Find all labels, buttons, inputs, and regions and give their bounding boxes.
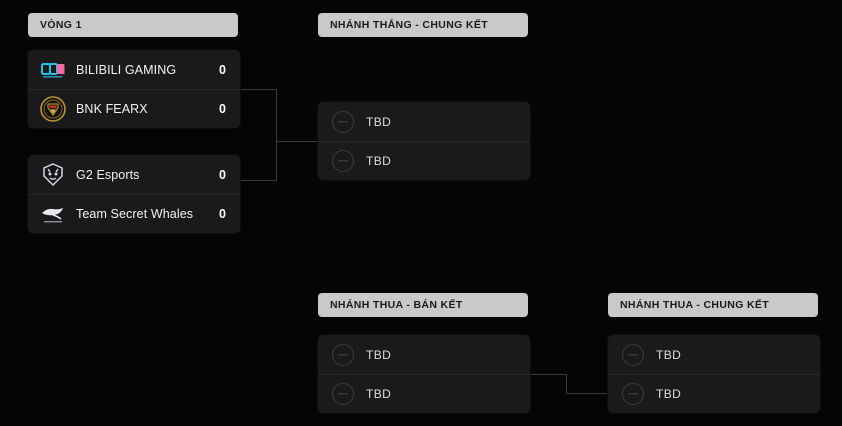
match-row[interactable]: Team Secret Whales 0 [28,194,240,233]
g2-esports-logo [40,162,66,188]
match-row[interactable]: TBD [608,374,820,413]
placeholder-avatar-icon [622,343,644,366]
match-row[interactable]: G2 Esports 0 [28,155,240,194]
team-score: 0 [219,62,226,77]
round-header-losers-final: NHÁNH THUA - CHUNG KẾT [608,293,818,317]
team-score: 0 [219,167,226,182]
match-card-round1-match2[interactable]: G2 Esports 0 Team Secret Whales 0 [28,155,240,233]
placeholder-avatar-icon [332,150,354,172]
connector-line [240,89,276,90]
round-header-label: NHÁNH THUA - BÁN KẾT [330,299,463,311]
bnk-fearx-logo [40,96,66,122]
match-row[interactable]: TBD [608,335,820,374]
connector-line [276,89,277,142]
connector-line [566,374,567,394]
match-row[interactable]: BILIBILI GAMING 0 [28,50,240,89]
match-row[interactable]: TBD [318,141,530,180]
match-card-winners-final[interactable]: TBD TBD [318,102,530,180]
placeholder-avatar-icon [622,383,644,405]
team-name: TBD [366,154,392,168]
match-card-round1-match1[interactable]: BILIBILI GAMING 0 BNK FEARX 0 [28,50,240,128]
team-score: 0 [219,207,226,221]
placeholder-avatar-icon [332,383,354,405]
match-row[interactable]: TBD [318,374,530,413]
round-header-round-1: VÒNG 1 [28,13,238,37]
match-card-losers-final[interactable]: TBD TBD [608,335,820,413]
placeholder-avatar-icon [332,110,354,133]
team-name: TBD [366,347,392,362]
team-name: BILIBILI GAMING [76,62,177,77]
bilibili-gaming-logo [40,57,66,83]
team-name: Team Secret Whales [76,207,194,221]
team-name: TBD [656,347,682,362]
connector-line [276,141,318,142]
connector-line [240,180,276,181]
placeholder-avatar-icon [332,343,354,366]
team-secret-whales-logo [40,201,66,227]
team-name: TBD [656,387,682,401]
match-row[interactable]: TBD [318,102,530,141]
team-name: TBD [366,114,392,129]
round-header-label: NHÁNH THUA - CHUNG KẾT [620,299,770,311]
round-header-label: VÒNG 1 [40,19,82,31]
round-header-label: NHÁNH THẮNG - CHUNG KẾT [330,19,488,31]
match-row[interactable]: TBD [318,335,530,374]
team-name: BNK FEARX [76,102,148,116]
connector-line [276,142,277,181]
match-card-losers-semifinal[interactable]: TBD TBD [318,335,530,413]
team-name: TBD [366,387,392,401]
match-row[interactable]: BNK FEARX 0 [28,89,240,128]
round-header-winners-final: NHÁNH THẮNG - CHUNG KẾT [318,13,528,37]
connector-line [566,393,608,394]
team-score: 0 [219,102,226,116]
team-name: G2 Esports [76,167,140,182]
round-header-losers-semifinal: NHÁNH THUA - BÁN KẾT [318,293,528,317]
connector-line [530,374,566,375]
